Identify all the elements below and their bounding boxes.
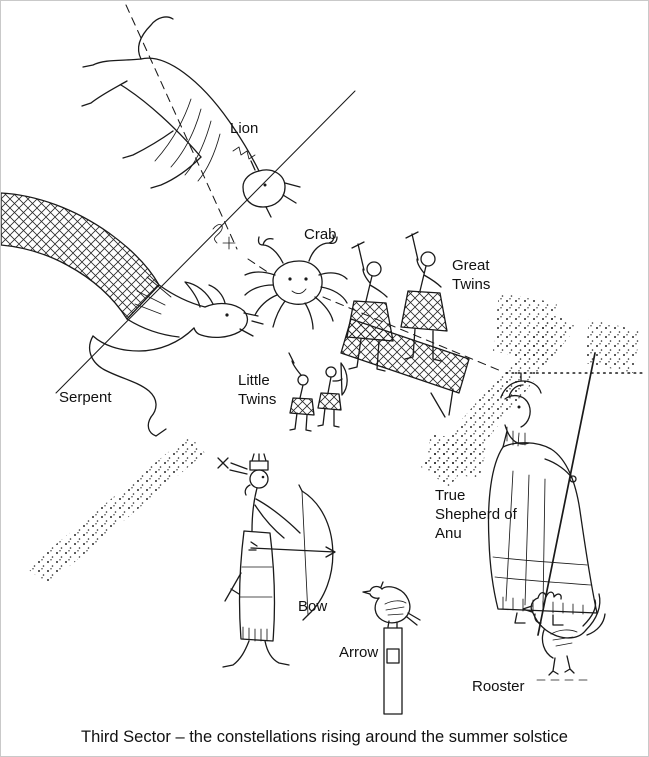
little-twins-figure — [288, 352, 348, 432]
label-rooster: Rooster — [472, 678, 525, 695]
label-lion: Lion — [230, 120, 259, 137]
label-great-twins: Great Twins — [452, 257, 491, 293]
label-bow: Bow — [298, 598, 328, 615]
label-crab: Crab — [304, 226, 337, 243]
label-true-shepherd: True Shepherd of Anu — [435, 487, 517, 542]
bow-figure — [217, 453, 336, 668]
label-little-twins: Little Twins — [238, 372, 277, 408]
crab-figure — [244, 234, 348, 330]
equator-line — [55, 90, 356, 394]
rooster-figure — [522, 591, 606, 681]
true-shepherd-figure — [487, 352, 598, 636]
ecliptic-symbol — [212, 224, 236, 250]
label-arrow: Arrow — [339, 644, 379, 661]
label-serpent: Serpent — [59, 389, 112, 406]
figure-caption: Third Sector – the constellations rising… — [81, 728, 568, 746]
stipple-bands — [27, 293, 641, 585]
great-twins-figure — [340, 231, 470, 418]
lion-figure — [81, 16, 301, 218]
serpent-figure — [1, 192, 264, 437]
arrow-figure — [362, 581, 421, 715]
